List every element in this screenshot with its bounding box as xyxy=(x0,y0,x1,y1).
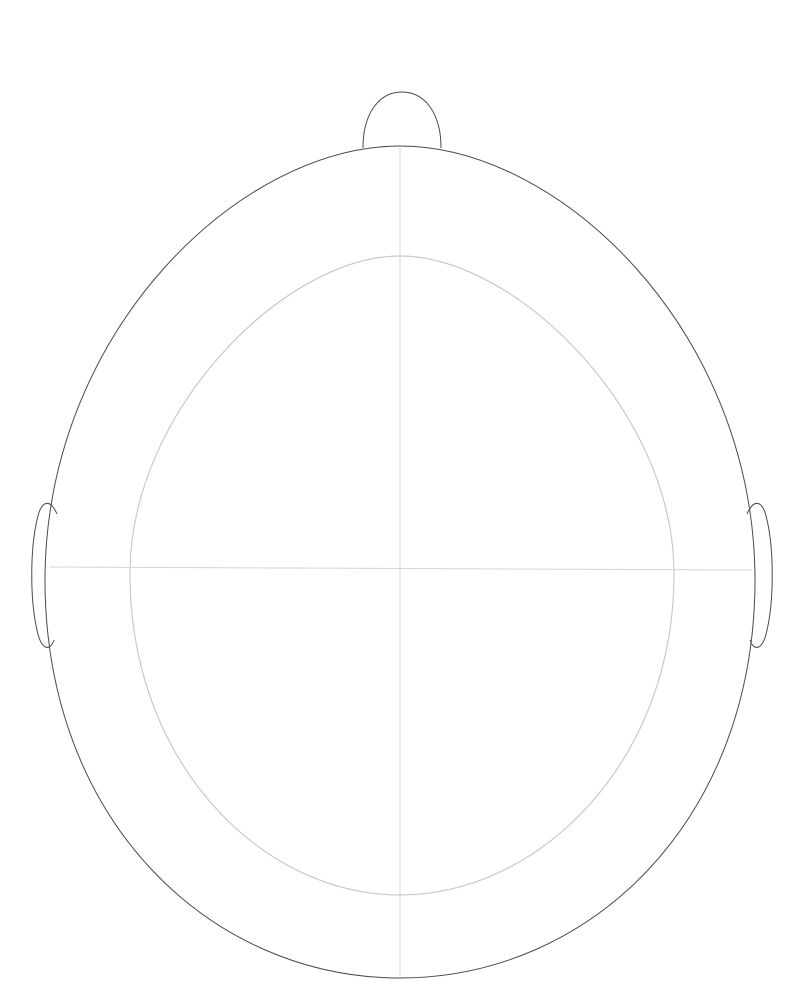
nose-outline xyxy=(362,91,442,149)
horizontal-midline xyxy=(49,566,753,571)
head-outline xyxy=(44,145,756,979)
inner-guide-outline xyxy=(129,255,675,896)
right-ear-outline xyxy=(746,503,773,648)
left-ear-outline xyxy=(31,503,58,648)
